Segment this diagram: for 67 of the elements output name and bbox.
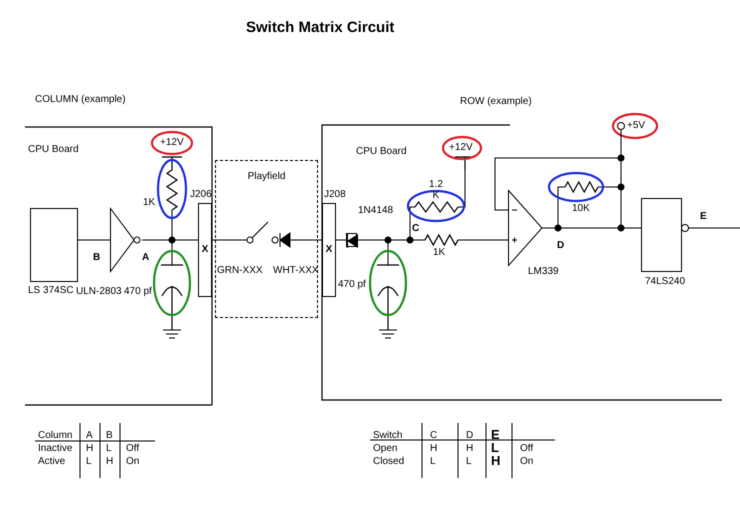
table-text: On (520, 456, 534, 467)
pin-label: X (200, 244, 210, 255)
edge-label: A (141, 252, 150, 263)
connector-block (322, 203, 336, 297)
section-heading: COLUMN (example) (35, 94, 126, 105)
component-label: CPU Board (356, 146, 407, 157)
wire (494, 130, 622, 210)
table-text: Off (126, 443, 140, 454)
table-text: L (86, 456, 92, 467)
section-heading: ROW (example) (460, 96, 532, 107)
component-label: +12V (160, 137, 184, 148)
connector-block (346, 233, 357, 247)
buffer-symbol (110, 208, 140, 272)
table-text: H (430, 443, 438, 454)
table-text: Column (38, 430, 72, 441)
component-label: +5V (627, 120, 646, 131)
comparator-symbol (508, 190, 542, 266)
part-label: 74LS240 (645, 276, 686, 287)
table-text: H (491, 454, 500, 468)
part-label: LS 374SC (28, 285, 74, 296)
component-label: +12V (449, 142, 473, 153)
component-label: 10K (572, 203, 590, 214)
component-label: 1N4148 (358, 205, 394, 216)
table-text: L (466, 456, 472, 467)
component-label: 1K (143, 197, 156, 208)
component-label: CPU Board (28, 144, 79, 155)
edge-label: D (556, 240, 566, 251)
playfield-box (215, 160, 318, 318)
table-text: Inactive (38, 443, 72, 454)
table-text: L (430, 456, 436, 467)
table-text: Closed (373, 456, 404, 467)
table-text: H (106, 456, 114, 467)
component-label: 470 pf (338, 279, 366, 290)
component-label: ULN-2803 (76, 286, 122, 297)
component-label: GRN-XXX (217, 265, 263, 276)
table-text: B (106, 430, 113, 441)
component-label: 470 pf (124, 286, 152, 297)
table-text: C (430, 430, 438, 441)
connector-block (198, 203, 212, 297)
table-text: H (86, 443, 94, 454)
wire (356, 234, 508, 246)
table-text: Off (520, 443, 534, 454)
box-title: Playfield (246, 171, 286, 182)
part-label: LM339 (528, 266, 559, 277)
component-label: 1K (433, 247, 446, 258)
table-text: Active (38, 456, 66, 467)
part-label: J206 (190, 189, 212, 200)
table-text: L (106, 443, 112, 454)
connector-block (617, 122, 625, 130)
part-label: J208 (324, 189, 346, 200)
ic-block (641, 198, 682, 272)
edge-label: B (92, 252, 102, 263)
table-text: L (491, 441, 499, 456)
pin-label: X (324, 244, 334, 255)
table-text: Switch (373, 430, 402, 441)
diagram-title: Switch Matrix Circuit (246, 19, 394, 36)
component-label: WHT-XXX (273, 265, 319, 276)
latch-block (30, 208, 78, 282)
table-text: E (491, 428, 500, 442)
table-text: H (466, 443, 474, 454)
table-text: D (466, 430, 474, 441)
table-text: On (126, 456, 140, 467)
table-text: A (86, 430, 93, 441)
component-label: E (700, 211, 707, 222)
table-text: Open (373, 443, 398, 454)
component-label: C (412, 223, 420, 234)
component-label: 1.2 K (428, 179, 444, 201)
